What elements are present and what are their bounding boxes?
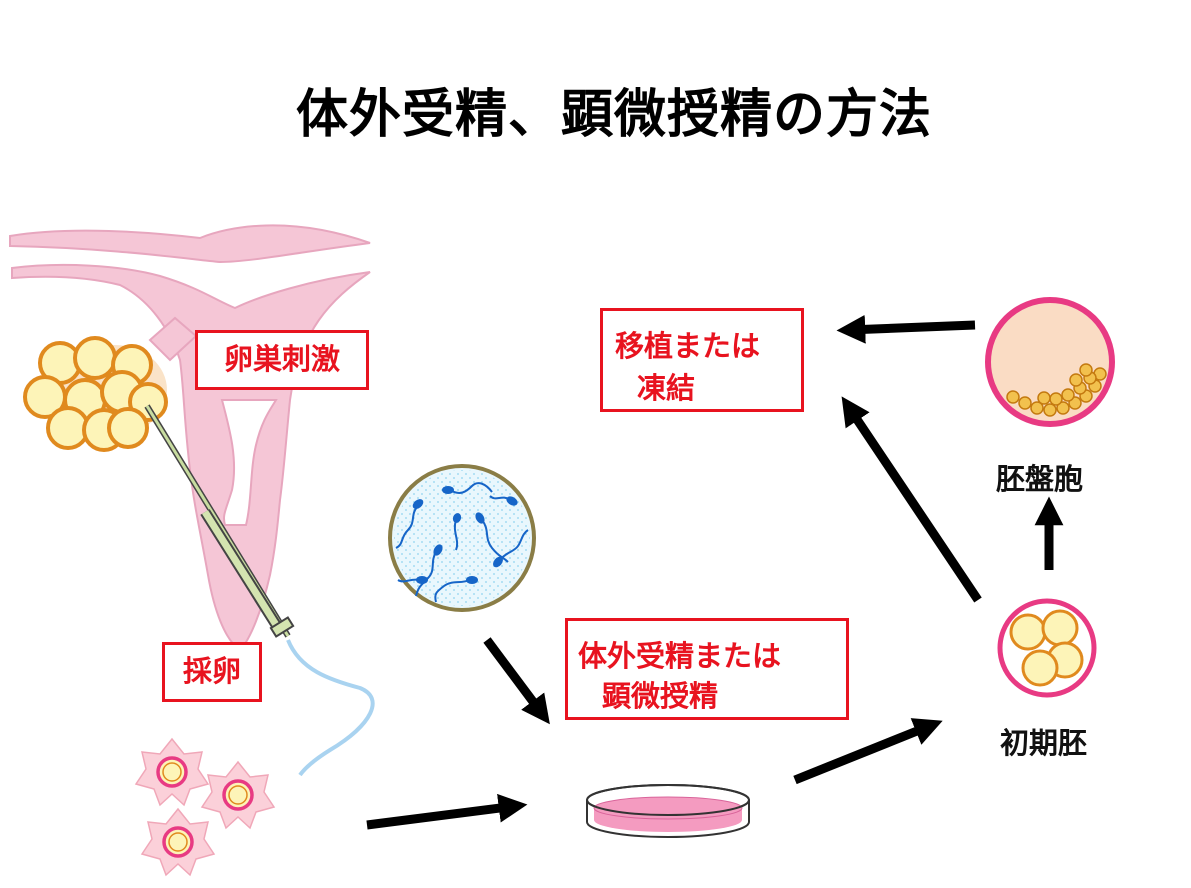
arrow-dish-to-early-embryo [793, 718, 943, 785]
early-embryo [997, 598, 1097, 698]
early-embryo-label: 初期胚 [1000, 726, 1088, 760]
egg-retrieval-text: 採卵 [182, 654, 241, 688]
arrow-early-embryo-to-transfer [841, 396, 982, 603]
retrieved-eggs [134, 737, 276, 877]
transfer-line1: 移植または [615, 329, 761, 363]
fertilization-method-label: 体外受精または 顕微授精 [565, 618, 849, 720]
page-title: 体外受精、顕微授精の方法 [295, 85, 932, 145]
transfer-line2: 凍結 [637, 371, 696, 405]
blastocyst-label: 胚盤胞 [996, 462, 1084, 496]
fertilization-line1: 体外受精または [578, 639, 782, 673]
arrow-sperm-to-dish [483, 637, 550, 725]
arrow-blastocyst-to-transfer [836, 314, 976, 344]
egg-retrieval-label: 採卵 [162, 642, 262, 702]
retrieval-needle [144, 404, 375, 777]
fertilization-line2: 顕微授精 [602, 679, 719, 713]
ovarian-stimulation-label: 卵巣刺激 [195, 330, 369, 390]
ovarian-stimulation-text: 卵巣刺激 [223, 342, 340, 376]
arrow-eggs-to-dish [366, 793, 528, 830]
ovary-follicles [23, 336, 168, 452]
vaginal-canal [220, 399, 278, 526]
sperm-circle [388, 464, 536, 612]
process-arrows [366, 314, 1064, 830]
blastocyst [985, 297, 1115, 427]
transfer-or-freeze-label: 移植または 凍結 [600, 308, 804, 412]
petri-dish [586, 784, 750, 838]
